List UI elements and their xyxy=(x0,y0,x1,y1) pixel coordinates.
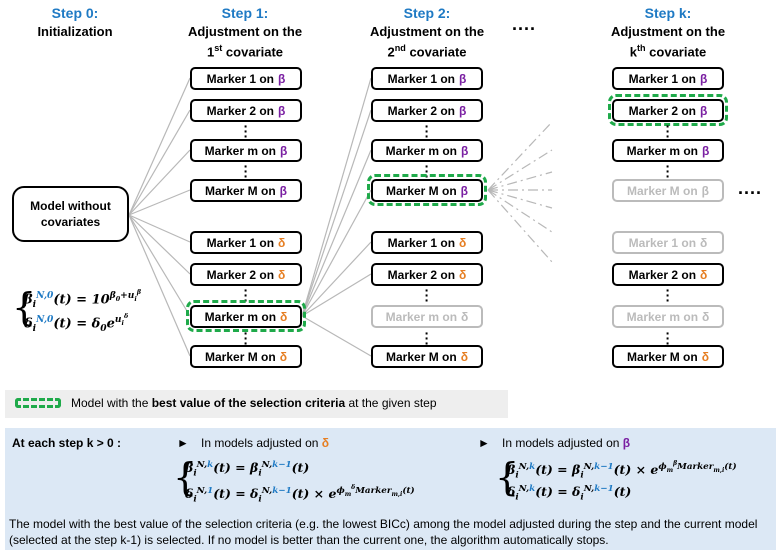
beta-arrow: ► xyxy=(478,436,490,450)
step2-vdots-4: ··· xyxy=(424,325,430,351)
step1-vdots-2: ··· xyxy=(243,158,249,184)
step2-title: Step 2: xyxy=(403,5,451,21)
step2-best-highlight xyxy=(367,174,487,206)
rule-panel: At each step k > 0 : ► In models adjuste… xyxy=(5,428,776,550)
stepk-vdots-4: ··· xyxy=(665,325,671,351)
step2-connectors xyxy=(301,77,372,357)
legend: Model with the best value of the selecti… xyxy=(5,390,508,418)
step2-vdots-3: ··· xyxy=(424,282,430,308)
stepk-title: Step k: xyxy=(644,5,692,21)
stepk-best-highlight xyxy=(608,94,728,126)
step1-best-highlight xyxy=(186,300,306,332)
step1-vdots-1: ··· xyxy=(243,118,249,144)
step0-subtitle: Initialization xyxy=(37,24,113,39)
ellipsis-right: .... xyxy=(738,178,763,198)
step0-title: Step 0: xyxy=(51,5,99,21)
step1-vdots-4: ··· xyxy=(243,325,249,351)
legend-text: Model with the best value of the selecti… xyxy=(71,396,437,410)
ellipsis-top: .... xyxy=(512,14,537,34)
stepk-vdots-1: ··· xyxy=(665,118,671,144)
step2-vdots-1: ··· xyxy=(424,118,430,144)
at-each-step-label: At each step k > 0 : xyxy=(12,436,122,450)
stepk-dashed-connectors xyxy=(487,121,553,263)
beta-case-label: In models adjusted on β xyxy=(502,436,631,450)
delta-arrow: ► xyxy=(177,436,189,450)
selection-rule-text: The model with the best value of the sel… xyxy=(9,517,758,547)
stepk-vdots-3: ··· xyxy=(665,282,671,308)
delta-case-label: In models adjusted on δ xyxy=(201,436,330,450)
legend-dashed-box xyxy=(15,398,61,408)
step1-connectors xyxy=(128,77,191,357)
step1-title: Step 1: xyxy=(221,5,269,21)
stepk-vdots-2: ··· xyxy=(665,158,671,184)
